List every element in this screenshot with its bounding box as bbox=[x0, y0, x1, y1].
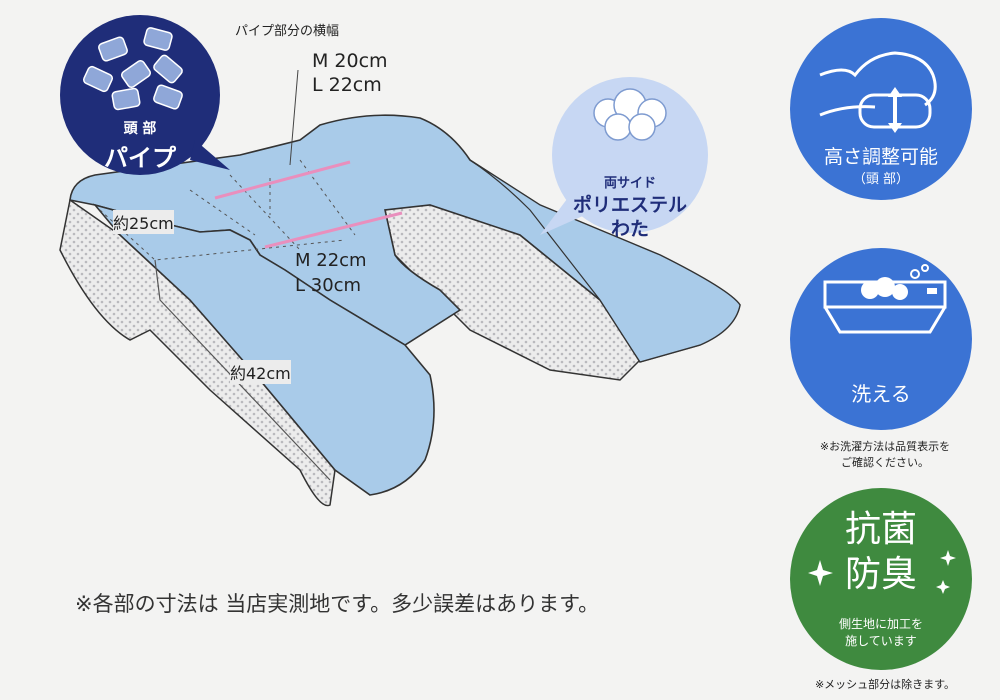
antibacterial-line1: 抗菌 bbox=[844, 509, 917, 550]
antibacterial-line4: 施しています bbox=[845, 634, 917, 648]
feature-adjustable bbox=[790, 18, 972, 200]
pillow-left-arm bbox=[92, 203, 435, 496]
side-width-m: M 22cm bbox=[295, 250, 367, 271]
footer-note: ※各部の寸法は 当店実測地です。多少誤差はあります。 bbox=[75, 592, 600, 616]
pipe-pieces-icon bbox=[82, 27, 183, 111]
pipe-width-l: L 22cm bbox=[312, 74, 382, 96]
polyester-line1: 両サイド bbox=[603, 176, 656, 191]
adjustable-line2: （頭 部） bbox=[852, 172, 910, 187]
head-height-icon bbox=[819, 51, 937, 133]
washable-note-line2: ご確認ください。 bbox=[841, 456, 929, 469]
depth-label: 約25cm bbox=[113, 210, 174, 234]
antibacterial-line2: 防臭 bbox=[844, 554, 917, 595]
head-pipe-badge bbox=[60, 15, 230, 175]
u-shaped-pillow-illustration bbox=[59, 69, 741, 507]
washable-note-line1: ※お洗濯方法は品質表示を bbox=[819, 440, 951, 453]
head-pipe-line2: パイプ bbox=[104, 144, 176, 172]
pillow-right-arm bbox=[469, 159, 741, 363]
adjustable-line1: 高さ調整可能 bbox=[823, 146, 938, 168]
antibacterial-note: ※メッシュ部分は除きます。 bbox=[814, 678, 956, 691]
mesh-left-side bbox=[59, 198, 336, 507]
pipe-width-m: M 20cm bbox=[312, 50, 388, 72]
polyester-badge bbox=[540, 77, 708, 235]
pipe-width-title: パイプ部分の横幅 bbox=[235, 24, 340, 39]
side-width-line bbox=[264, 211, 403, 249]
polyester-line2: ポリエステル bbox=[572, 194, 687, 216]
washable-label: 洗える bbox=[851, 382, 911, 406]
side-width-l: L 30cm bbox=[295, 275, 362, 296]
pipe-width-line bbox=[214, 160, 351, 200]
washing-machine-icon bbox=[823, 264, 947, 334]
polyester-line3: わた bbox=[610, 218, 649, 240]
cotton-icon bbox=[593, 88, 667, 141]
head-pipe-line1: 頭 部 bbox=[123, 121, 157, 137]
antibacterial-line3: 側生地に加工を bbox=[838, 617, 923, 631]
arm-length-label: 約42cm bbox=[230, 360, 291, 384]
sparkle-icon bbox=[808, 550, 956, 594]
